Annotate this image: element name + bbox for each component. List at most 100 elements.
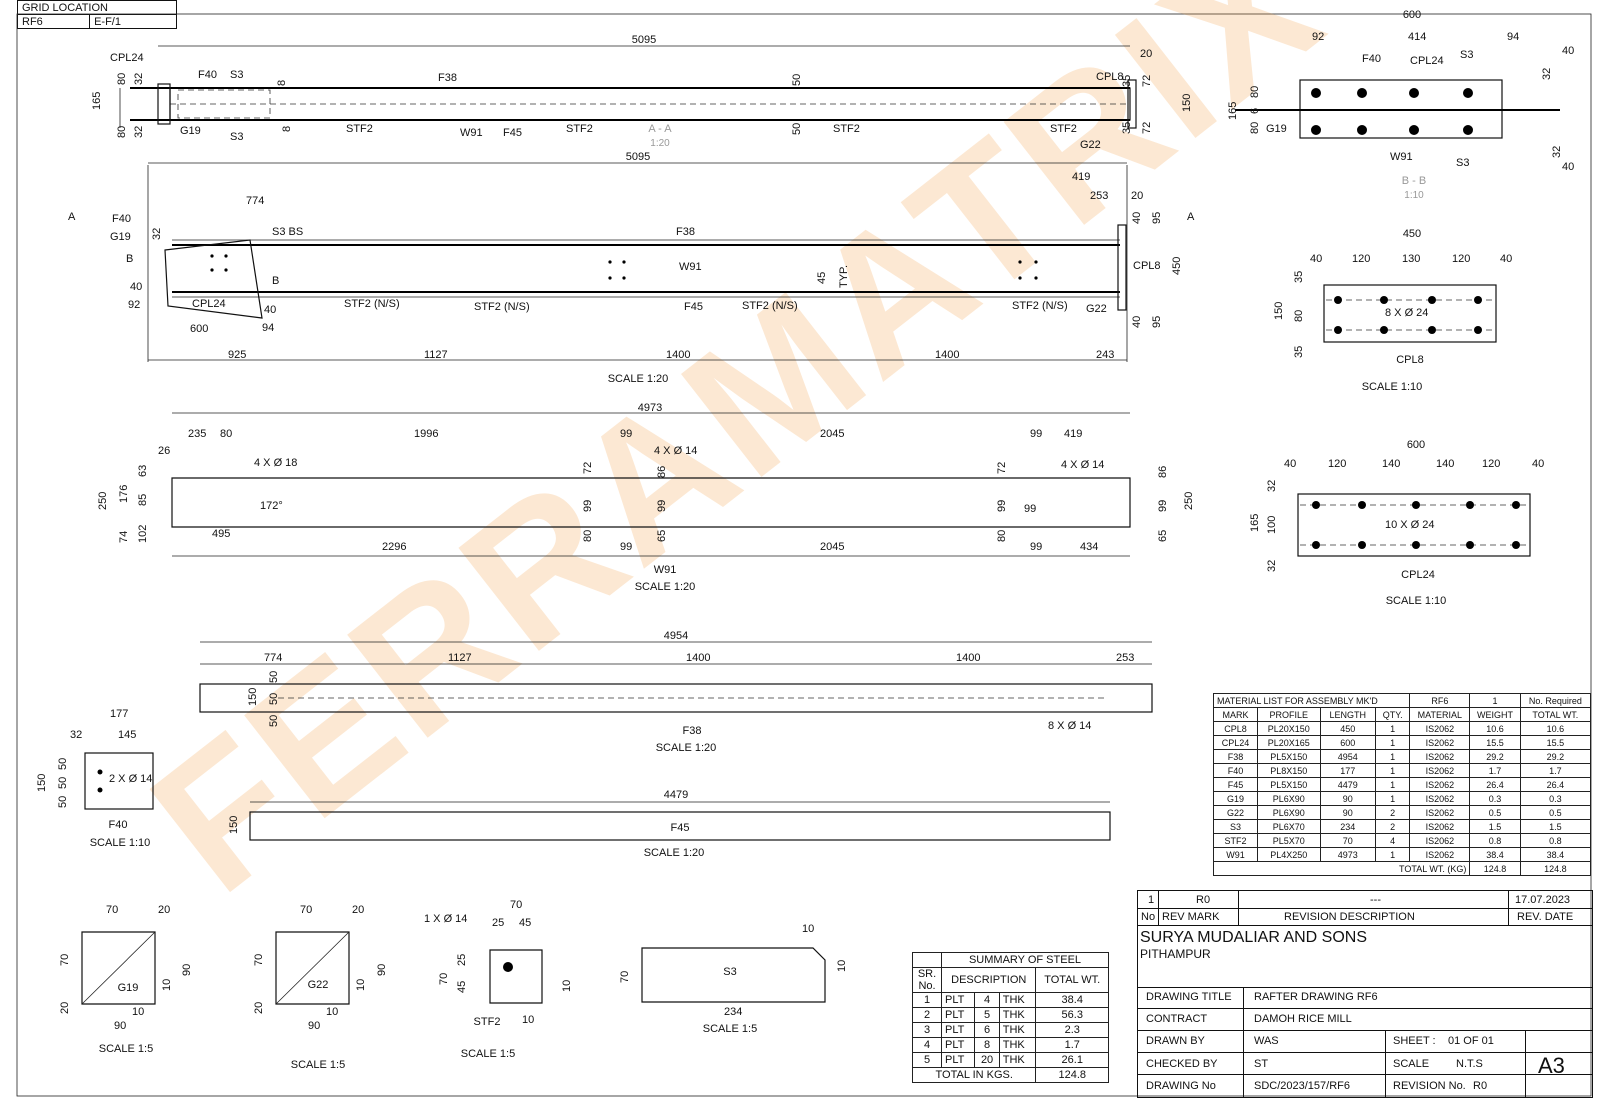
sum-col-wt: TOTAL WT.	[1035, 967, 1109, 993]
mat-cell: 1.5	[1469, 819, 1521, 834]
stf2-70v: 70	[438, 973, 450, 985]
bolt-hole	[1358, 501, 1366, 509]
elev-bottom-0: 925	[228, 349, 246, 361]
elev-45: 45	[816, 272, 828, 284]
aa-stf2-b: STF2	[566, 123, 593, 135]
watermark: FERRAMATRIX	[115, 0, 1359, 932]
cpl8-tag: CPL8	[1396, 354, 1424, 366]
w91-72a: 72	[582, 462, 594, 474]
stf2-45v: 45	[456, 981, 468, 993]
sum-cell: THK	[998, 1022, 1037, 1038]
elev-cpl24: CPL24	[192, 298, 226, 310]
bolt-hole	[97, 787, 103, 793]
elev-f45: F45	[684, 301, 703, 313]
bb-92: 92	[1312, 31, 1324, 43]
mat-cell: 1	[1375, 721, 1411, 736]
section-bb-view: 600 92 414 94 40 32 40 32 165 80 6 80 F4…	[1227, 9, 1574, 201]
bolt-hole	[1380, 326, 1388, 334]
bolt-hole	[622, 260, 626, 264]
aa-d32b: 32	[133, 126, 145, 138]
g19-70v: 70	[59, 954, 71, 966]
elev-600: 600	[190, 323, 208, 335]
mat-cell: IS2062	[1409, 777, 1471, 792]
mat-cell: 1.5	[1519, 819, 1592, 834]
tb-company: SURYA MUDALIAR AND SONS	[1140, 929, 1368, 946]
cpl24-600: 600	[1407, 439, 1425, 451]
w91-tag: W91	[654, 564, 677, 576]
sum-cell: 20	[974, 1052, 1000, 1068]
w91-85: 85	[137, 494, 149, 506]
f40-detail: 177 32 145 150 50 50 50 2 X Ø 14 F40 SCA…	[36, 708, 154, 849]
stf2-70: 70	[510, 899, 522, 911]
f38-seg-0: 774	[264, 652, 282, 664]
g22-90: 90	[308, 1020, 320, 1032]
elev-253: 253	[1090, 190, 1108, 202]
mat-cell: PL6X90	[1257, 791, 1321, 806]
mat-cell: PL20X165	[1257, 735, 1321, 750]
aa-f38-label: F38	[438, 72, 457, 84]
mat-cell: 90	[1319, 791, 1377, 806]
aa-d165: 165	[91, 92, 103, 110]
bolt-hole	[608, 276, 612, 280]
mat-cell: 38.4	[1469, 847, 1521, 862]
w91-99b: 99	[1030, 428, 1042, 440]
cpl24-32a: 32	[1266, 480, 1278, 492]
s3-detail: 10 10 70 234 S3 SCALE 1:5	[619, 923, 848, 1035]
bb-414: 414	[1408, 31, 1426, 43]
sum-cell: 1.7	[1035, 1037, 1109, 1053]
bolt-hole	[1034, 260, 1038, 264]
elev-bottom-1: 1127	[424, 349, 448, 361]
cpl8-holes: 8 X Ø 24	[1385, 307, 1428, 319]
s3-10: 10	[802, 923, 814, 935]
elev-cpl8: CPL8	[1133, 260, 1161, 272]
grid-value: E-F/1	[89, 14, 177, 29]
aa-overall-dim: 5095	[632, 34, 656, 46]
bolt-hole	[1034, 276, 1038, 280]
mat-col-header: PROFILE	[1257, 707, 1321, 722]
tb-checked: ST	[1254, 1058, 1269, 1070]
bolt-hole	[1018, 276, 1022, 280]
aa-d35b: 35	[1121, 122, 1133, 134]
f38-50b: 50	[268, 693, 280, 705]
g22-20v: 20	[253, 1002, 265, 1014]
bb-40a: 40	[1562, 45, 1574, 57]
f40-150: 150	[36, 774, 48, 792]
sum-cell: 8	[974, 1037, 1000, 1053]
g19-20v: 20	[59, 1002, 71, 1014]
mat-col-header: MARK	[1212, 707, 1259, 722]
elev-32: 32	[151, 228, 163, 240]
elev-92: 92	[128, 299, 140, 311]
tb-drawn-lbl: DRAWN BY	[1146, 1035, 1205, 1047]
stf2-tag: STF2	[474, 1016, 501, 1028]
bolt-hole	[1463, 125, 1473, 135]
f38-150: 150	[247, 688, 259, 706]
w91-2045b: 2045	[820, 541, 844, 553]
material-list-table: MATERIAL LIST FOR ASSEMBLY MK'D RF6 1 No…	[1212, 693, 1592, 876]
mat-cell: F45	[1212, 777, 1259, 792]
mat-cell: 90	[1319, 805, 1377, 820]
aa-g22-label: G22	[1080, 139, 1101, 151]
sum-cell: 3	[912, 1022, 942, 1038]
f40-145: 145	[118, 729, 136, 741]
f38-scale: SCALE 1:20	[656, 742, 717, 754]
elev-bottom-2: 1400	[666, 349, 690, 361]
f45-scale: SCALE 1:20	[644, 847, 705, 859]
w91-80c: 80	[996, 530, 1008, 542]
cpl24-40b: 40	[1532, 458, 1544, 470]
mat-cell: IS2062	[1409, 833, 1471, 848]
aa-stf2-d: STF2	[1050, 123, 1077, 135]
aa-d8a: 8	[276, 80, 288, 86]
aa-cpl24-label: CPL24	[110, 52, 144, 64]
elev-g22: G22	[1086, 303, 1107, 315]
sum-cell: 26.1	[1035, 1052, 1109, 1068]
g22-detail: 70 20 70 90 10 20 10 90 G22 SCALE 1:5	[253, 904, 388, 1071]
mat-cell: IS2062	[1409, 735, 1471, 750]
